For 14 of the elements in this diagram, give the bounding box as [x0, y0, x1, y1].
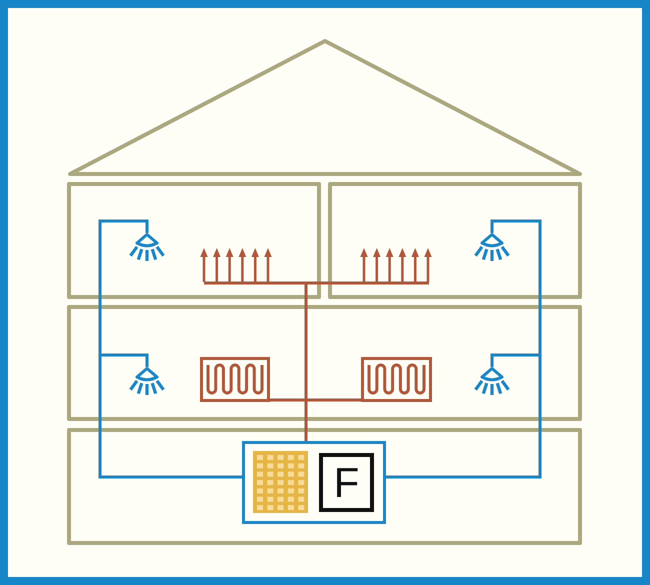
letter-box: F — [319, 453, 374, 512]
grid-icon — [253, 451, 308, 513]
shower-head-icon — [473, 233, 511, 264]
shower-head-icon — [473, 367, 511, 398]
pipe-line — [386, 354, 542, 478]
pipe-line — [98, 354, 242, 478]
unit-box — [242, 441, 386, 524]
radiator-icon — [361, 357, 432, 402]
shower-head-icon — [128, 233, 166, 264]
shower-head-icon — [128, 367, 166, 398]
radiator-icon — [200, 357, 270, 402]
upward-arrows-icon — [199, 247, 274, 285]
upward-arrows-icon — [358, 247, 433, 285]
pipe-line — [304, 398, 361, 441]
